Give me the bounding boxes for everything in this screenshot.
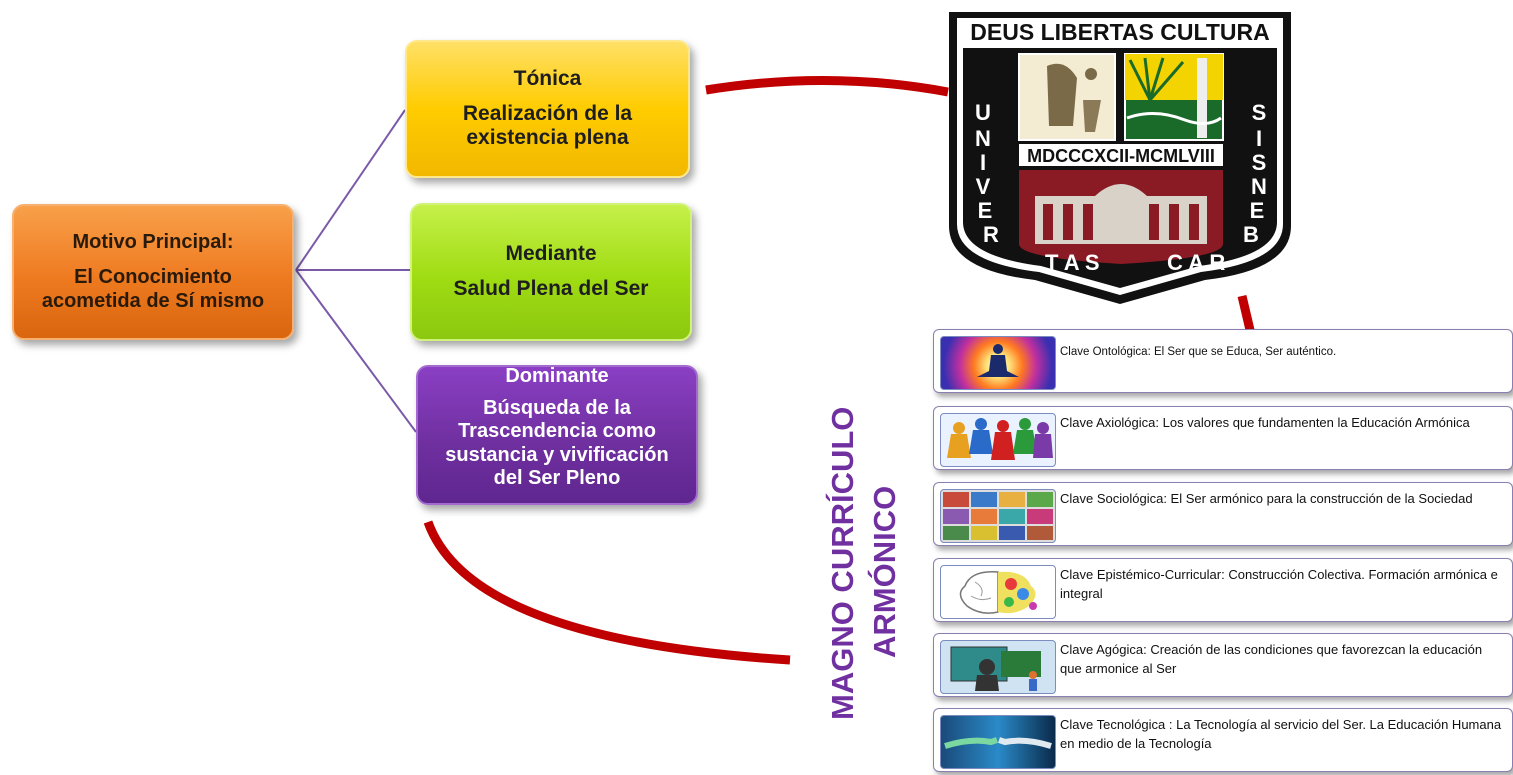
red-arc-top <box>705 76 949 97</box>
svg-text:E: E <box>1250 198 1265 223</box>
vertical-title: MAGNO CURRÍCULO ARMÓNICO <box>825 407 902 720</box>
tonica-text-2: existencia plena <box>466 126 629 150</box>
clave-text-axiologica: Clave Axiológica: Los valores que fundam… <box>1060 415 1470 430</box>
clave-item-epistemico: Clave Epistémico-Curricular: Construcció… <box>933 558 1513 622</box>
red-arc-bottom <box>423 520 791 665</box>
svg-text:I: I <box>1256 126 1262 151</box>
svg-text:MDCCCXCII-MCMLVIII: MDCCCXCII-MCMLVIII <box>1027 146 1215 166</box>
svg-text:S: S <box>1252 150 1267 175</box>
clave-item-agogica: Clave Agógica: Creación de las condicion… <box>933 633 1513 697</box>
people-circle-image <box>940 413 1056 467</box>
svg-text:S: S <box>1252 100 1267 125</box>
svg-text:N: N <box>975 126 991 151</box>
dominante-text-4: del Ser Pleno <box>493 467 621 490</box>
main-motive-text-1: El Conocimiento <box>74 266 232 289</box>
clave-text-tecnologica: Clave Tecnológica : La Tecnología al ser… <box>1060 717 1502 751</box>
mediante-node: Mediante Salud Plena del Ser <box>410 203 692 341</box>
robot-hand-image <box>940 715 1056 769</box>
mediante-title: Mediante <box>505 242 597 266</box>
svg-text:V: V <box>976 174 991 199</box>
tonica-text-1: Realización de la <box>462 101 633 125</box>
university-emblem-logo: DEUS LIBERTAS CULTURA MDCCCXCII-MCMLVIII… <box>949 12 1291 304</box>
clave-item-ontologica: Clave Ontológica: El Ser que se Educa, S… <box>933 329 1513 393</box>
main-motive-text-2: acometida de Sí mismo <box>41 289 265 312</box>
clave-item-sociologica: Clave Sociológica: El Ser armónico para … <box>933 482 1513 546</box>
svg-text:B: B <box>1243 222 1259 247</box>
classroom-image <box>940 640 1056 694</box>
meditation-image <box>940 336 1056 390</box>
connector-to-tonica <box>295 109 406 271</box>
clave-text-ontologica: Clave Ontológica: El Ser que se Educa, S… <box>1060 346 1337 358</box>
mediante-text: Salud Plena del Ser <box>453 277 649 300</box>
connector-to-dominante <box>295 269 417 433</box>
dominante-text-3: sustancia y vivificación <box>445 443 669 466</box>
dominante-node: Dominante Búsqueda de la Trascendencia c… <box>416 365 698 505</box>
svg-text:U: U <box>975 100 991 125</box>
brain-image <box>940 565 1056 619</box>
vertical-title-line-1: MAGNO CURRÍCULO <box>825 407 860 720</box>
clave-text-agogica: Clave Agógica: Creación de las condicion… <box>1060 642 1483 676</box>
main-motive-node: Motivo Principal: El Conocimiento acomet… <box>12 204 294 340</box>
svg-text:T A S: T A S <box>1045 250 1100 275</box>
svg-text:N: N <box>1251 174 1267 199</box>
svg-text:DEUS LIBERTAS CULTURA: DEUS LIBERTAS CULTURA <box>970 19 1269 45</box>
dominante-title: Dominante <box>505 365 609 387</box>
clave-item-axiologica: Clave Axiológica: Los valores que fundam… <box>933 406 1513 470</box>
svg-text:C A R: C A R <box>1167 250 1225 275</box>
vertical-title-line-2: ARMÓNICO <box>866 486 902 658</box>
main-motive-label: Motivo Principal: <box>72 230 234 253</box>
faces-grid-image <box>940 489 1056 543</box>
dominante-text-2: Trascendencia como <box>458 420 656 443</box>
dominante-text-1: Búsqueda de la <box>483 396 631 419</box>
clave-item-tecnologica: Clave Tecnológica : La Tecnología al ser… <box>933 708 1513 772</box>
clave-text-sociologica: Clave Sociológica: El Ser armónico para … <box>1060 491 1473 506</box>
tonica-title: Tónica <box>513 66 582 90</box>
tonica-node: Tónica Realización de la existencia plen… <box>405 40 690 178</box>
svg-text:I: I <box>980 150 986 175</box>
clave-text-epistemico: Clave Epistémico-Curricular: Construcció… <box>1060 567 1498 601</box>
svg-text:R: R <box>983 222 999 247</box>
svg-text:E: E <box>978 198 993 223</box>
